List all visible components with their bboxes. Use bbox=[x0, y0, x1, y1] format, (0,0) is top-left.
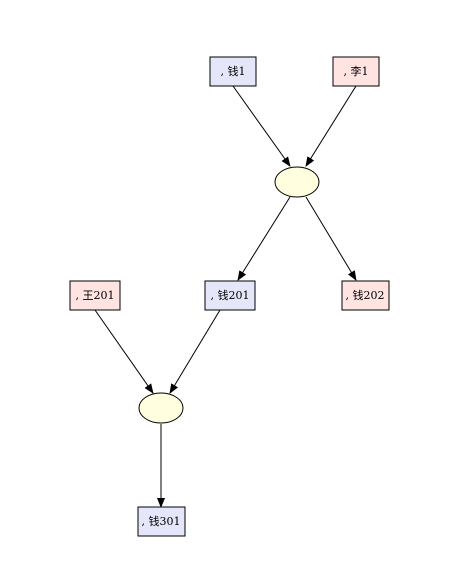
person-label: , 李1 bbox=[344, 64, 369, 78]
person-box bbox=[209, 56, 257, 87]
person-node-qian201[interactable]: , 钱201 bbox=[204, 280, 256, 311]
edge-li1-to-family-1 bbox=[305, 85, 357, 167]
person-label: , 钱202 bbox=[346, 288, 385, 302]
person-node-li1[interactable]: , 李1 bbox=[332, 56, 380, 87]
person-box bbox=[137, 506, 186, 537]
person-label: , 钱1 bbox=[221, 64, 246, 78]
person-label: , 钱301 bbox=[142, 514, 181, 528]
edge-wang201-to-family-2 bbox=[94, 309, 154, 394]
person-box bbox=[341, 280, 390, 311]
person-nodes: , 钱1 , 李1 , 王201 , 钱201 , 钱202 , 钱301 bbox=[69, 56, 390, 537]
person-box bbox=[332, 56, 380, 87]
person-box bbox=[204, 280, 256, 311]
edge-qian201-to-family-2 bbox=[169, 309, 221, 394]
person-node-qian1[interactable]: , 钱1 bbox=[209, 56, 257, 87]
edges bbox=[94, 85, 357, 508]
person-label: , 王201 bbox=[76, 289, 115, 302]
person-box bbox=[69, 280, 121, 311]
person-node-qian202[interactable]: , 钱202 bbox=[341, 280, 390, 311]
person-node-wang201[interactable]: , 王201 bbox=[69, 280, 121, 311]
person-label: , 钱201 bbox=[211, 288, 250, 302]
edge-qian1-to-family-1 bbox=[232, 85, 291, 167]
family-node-1 bbox=[274, 166, 320, 198]
family-node-2 bbox=[138, 392, 184, 424]
edge-family-1-to-qian202 bbox=[305, 196, 357, 281]
edge-family-1-to-qian201 bbox=[237, 196, 291, 281]
person-node-qian301[interactable]: , 钱301 bbox=[137, 506, 186, 537]
family-nodes bbox=[138, 166, 320, 424]
